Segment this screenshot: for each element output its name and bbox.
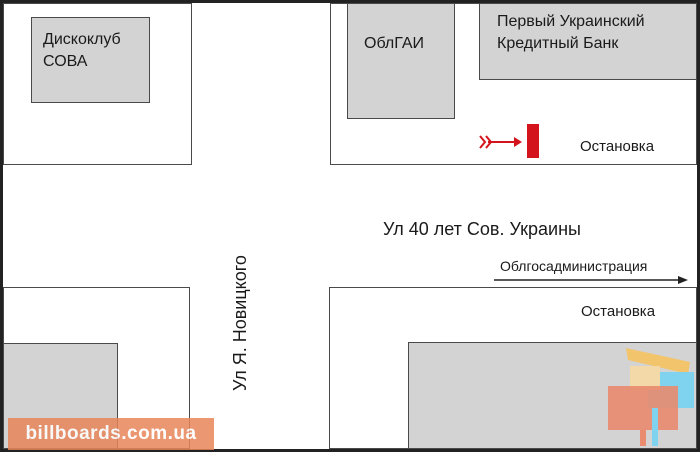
direction-arrow-icon	[494, 276, 688, 284]
bank-label-line1: Первый Украинский	[497, 13, 645, 30]
direction-label: Облгосадминистрация	[500, 258, 648, 274]
bus-stop-label-top: Остановка	[580, 138, 655, 155]
disco-label-line2: СОВА	[43, 53, 88, 70]
building-disco-sova	[31, 17, 150, 103]
street-label-vertical: Ул Я. Новицкого	[230, 255, 250, 391]
street-label-horizontal: Ул 40 лет Сов. Украины	[383, 219, 581, 239]
bank-label-line2: Кредитный Банк	[497, 35, 619, 52]
billboard-arrow-icon	[479, 135, 522, 149]
building-oblgai	[347, 3, 455, 119]
disco-label-line1: Дискоклуб	[43, 31, 121, 48]
oblgai-label: ОблГАИ	[364, 35, 424, 52]
billboard-marker[interactable]	[527, 124, 539, 158]
watermark-logo: billboards.com.ua	[8, 418, 214, 450]
building-bank	[479, 3, 697, 80]
bus-stop-label-bottom: Остановка	[581, 303, 656, 320]
billboard-illustration-icon	[608, 348, 694, 446]
